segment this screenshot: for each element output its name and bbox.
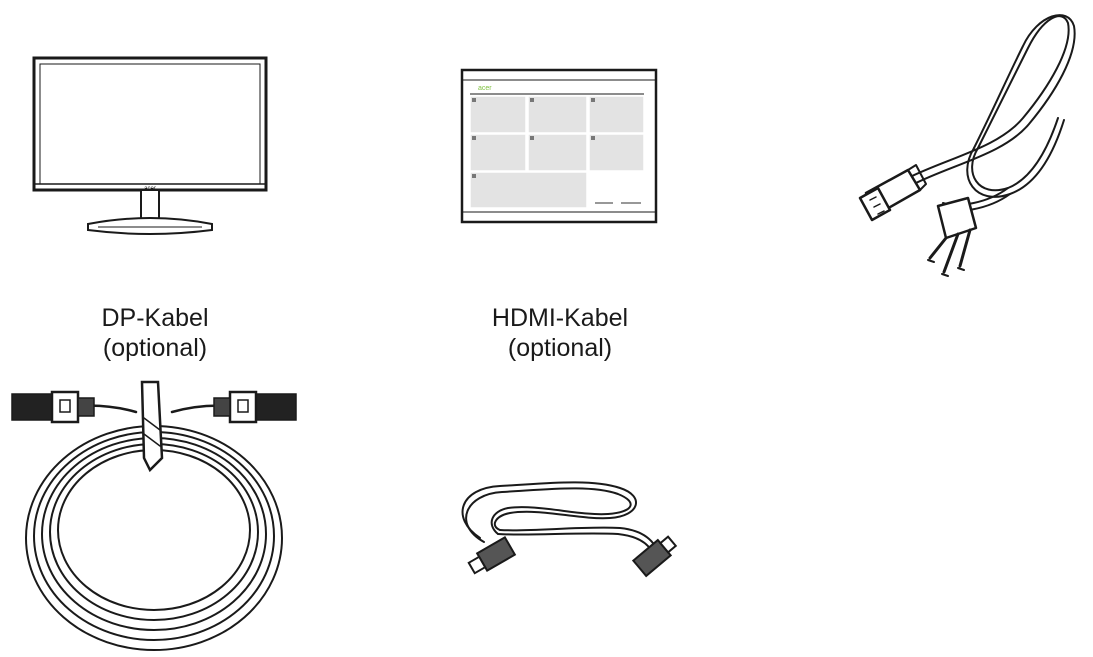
dp-cable-label: DP-Kabel bbox=[101, 304, 209, 332]
hdmi-cable-note: (optional) bbox=[507, 334, 613, 362]
hdmi-cable-label: HDMI-Kabel bbox=[491, 304, 629, 332]
hdmi-cable-caption: HDMI-Kabel (optional) bbox=[445, 303, 675, 363]
dp-cable-caption: DP-Kabel (optional) bbox=[40, 303, 270, 363]
hdmi-cable-icon bbox=[440, 468, 678, 580]
brand-logo: acer bbox=[478, 85, 492, 92]
quick-start-guide-icon: acer bbox=[458, 66, 660, 226]
dp-cable-icon bbox=[8, 378, 300, 656]
dp-cable-note: (optional) bbox=[102, 334, 208, 362]
power-cable-icon bbox=[848, 8, 1088, 283]
monitor-icon: acer bbox=[28, 52, 273, 237]
